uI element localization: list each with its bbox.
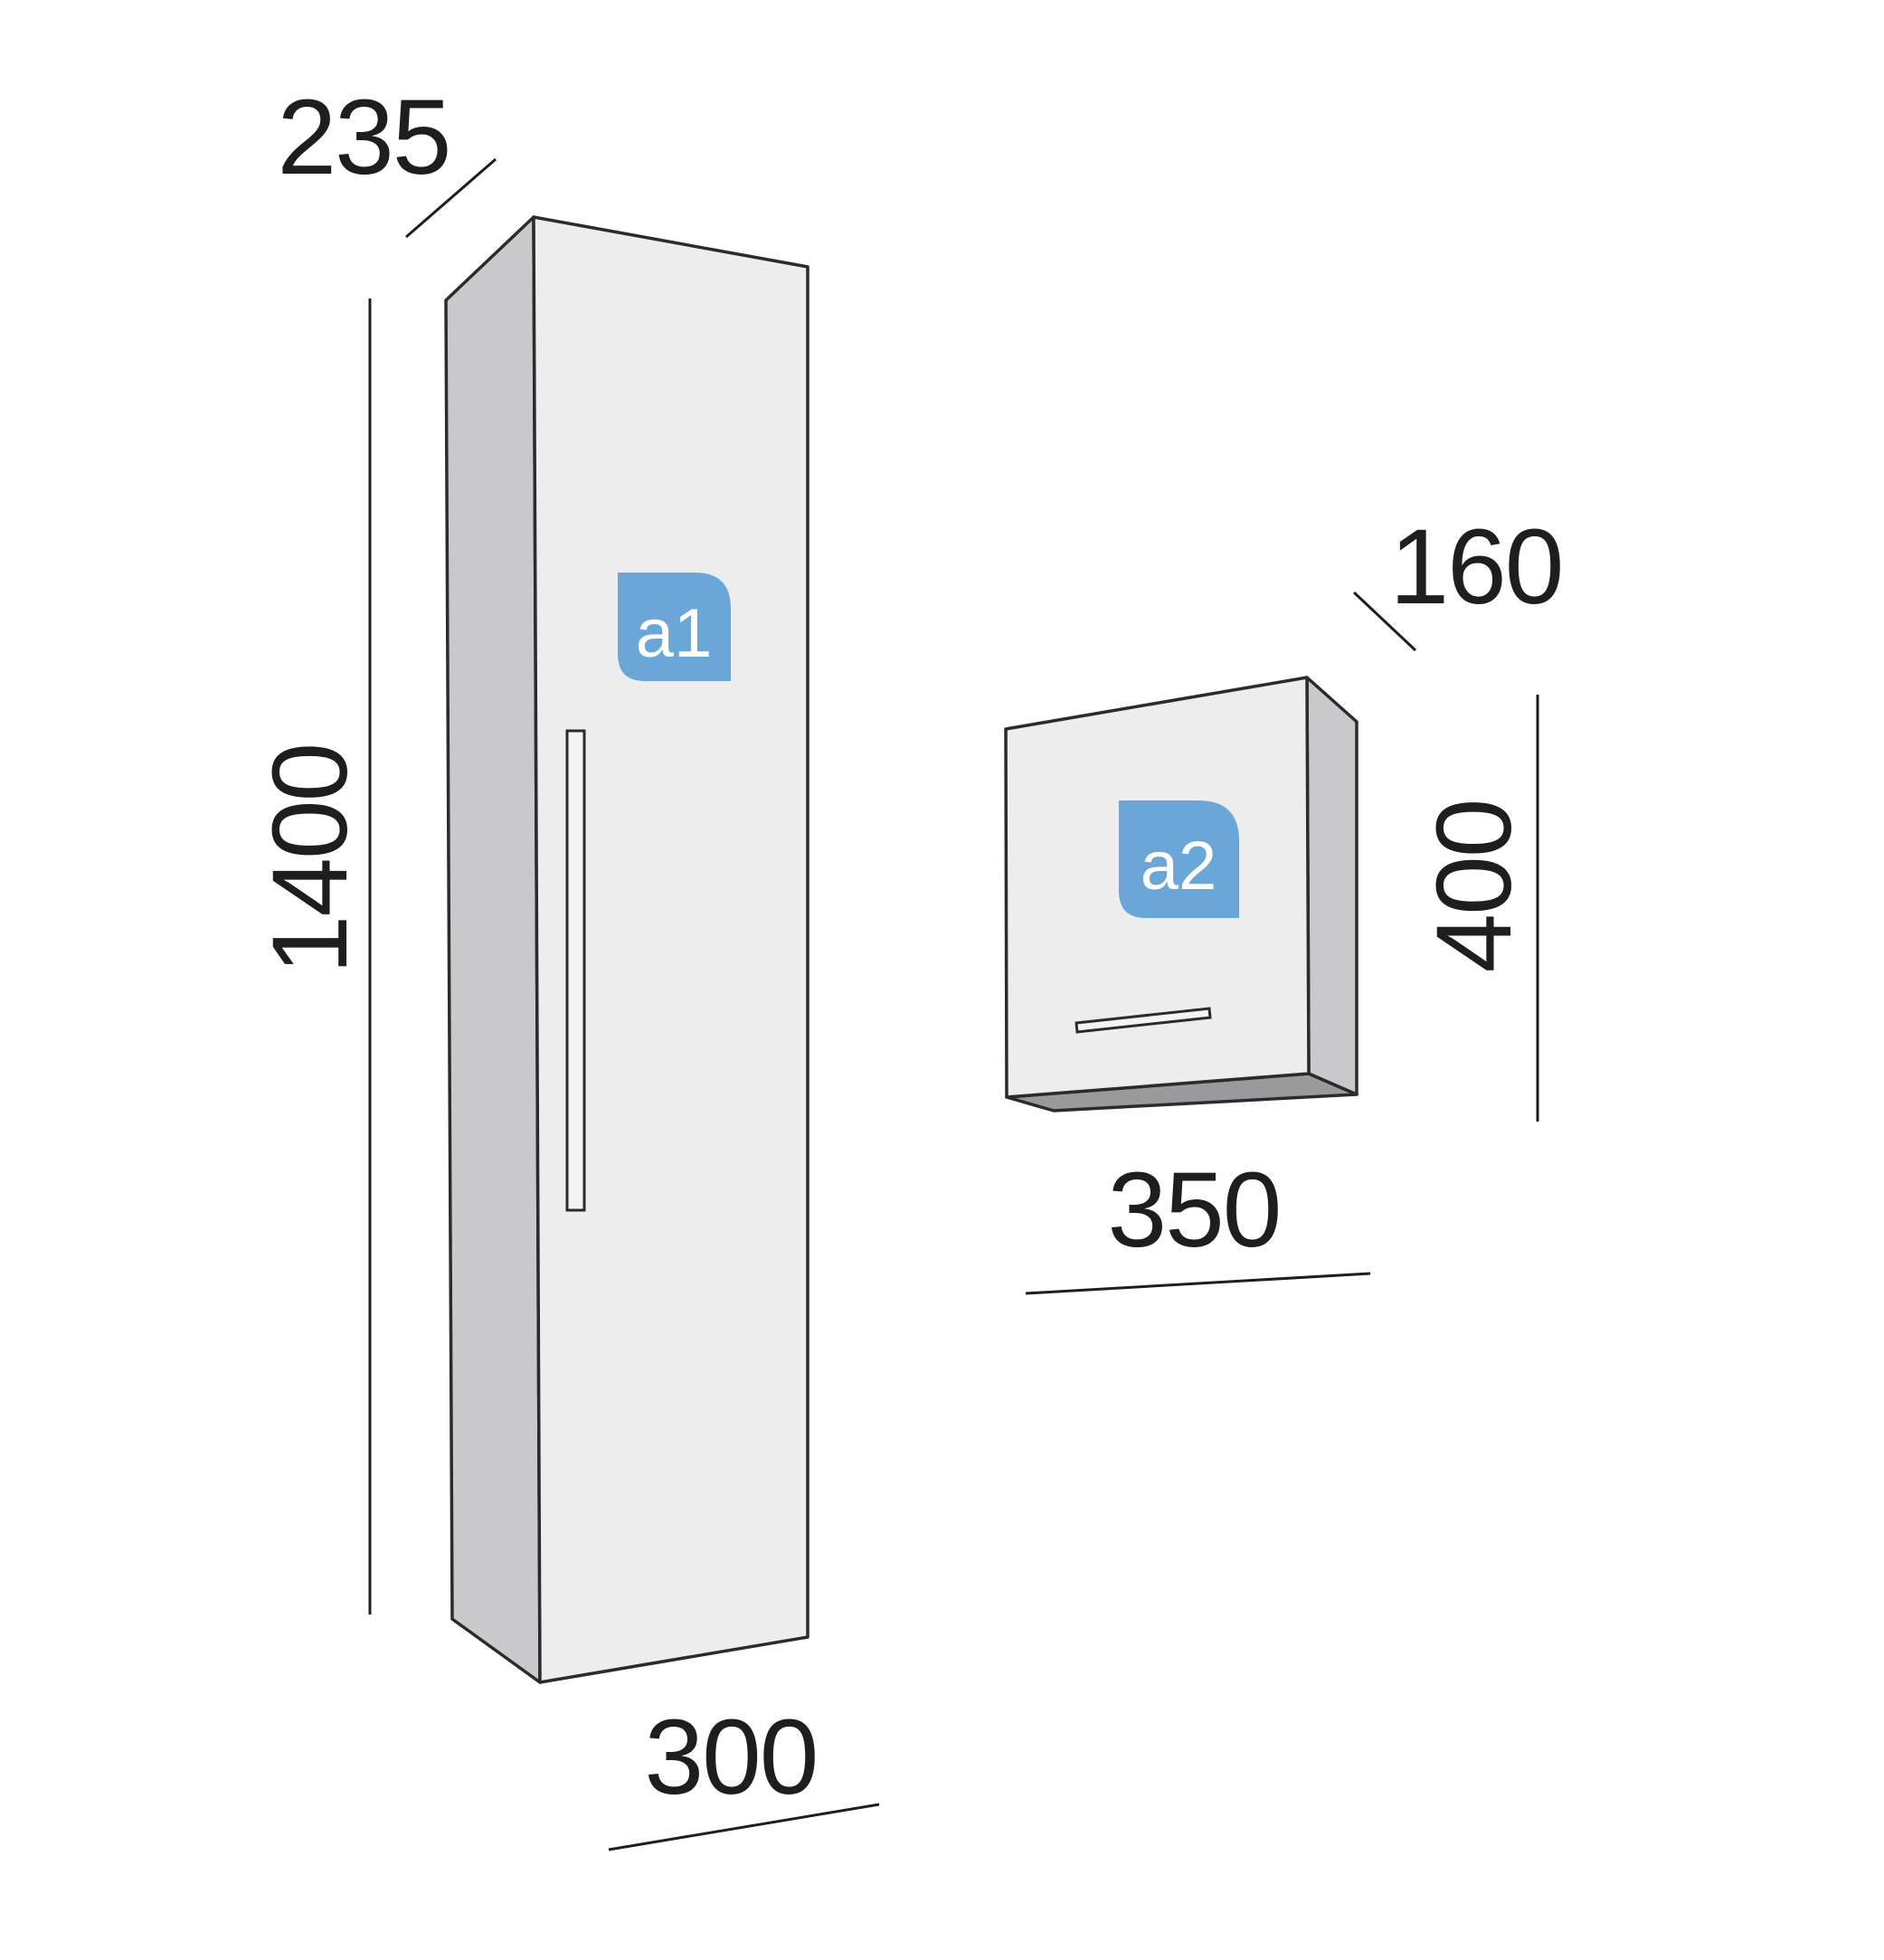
a1-width-dimension-line <box>608 1803 880 1851</box>
cabinet-a1-badge: a1 <box>618 573 731 681</box>
cabinet-a2-label: a2 <box>1141 828 1217 904</box>
a2-width-dimension-line <box>1025 1272 1371 1295</box>
cabinet-a2-badge-shape <box>1119 800 1239 918</box>
a1-depth-value: 235 <box>278 78 450 197</box>
a2-width-value: 350 <box>1108 1150 1281 1270</box>
cabinet-a1-badge-shape <box>618 573 731 681</box>
cabinet-a1-label: a1 <box>636 595 713 672</box>
cabinet-a1-front-face <box>532 215 809 1684</box>
cabinet-a1-handle <box>565 729 586 1212</box>
a2-height-value: 400 <box>1415 800 1534 973</box>
cabinet-a2-dimensions: 160 400 350 <box>1025 507 1564 1295</box>
cabinet-a2-badge: a2 <box>1119 800 1239 918</box>
a1-height-value: 1400 <box>251 744 370 975</box>
a2-depth-dimension-line <box>1352 591 1417 652</box>
a1-width-value: 300 <box>645 1698 818 1817</box>
a1-depth-dimension-line <box>405 157 497 239</box>
cabinet-a2-side-face <box>1305 676 1359 1096</box>
cabinet-a2-handle <box>1075 1007 1212 1034</box>
cabinet-a2: a2 <box>1004 676 1359 1113</box>
cabinet-a1: a1 <box>444 215 809 1684</box>
cabinet-a1-side-face <box>444 215 542 1684</box>
a2-depth-value: 160 <box>1390 507 1563 627</box>
cabinet-a1-dimensions: 235 1400 300 <box>251 78 880 1851</box>
